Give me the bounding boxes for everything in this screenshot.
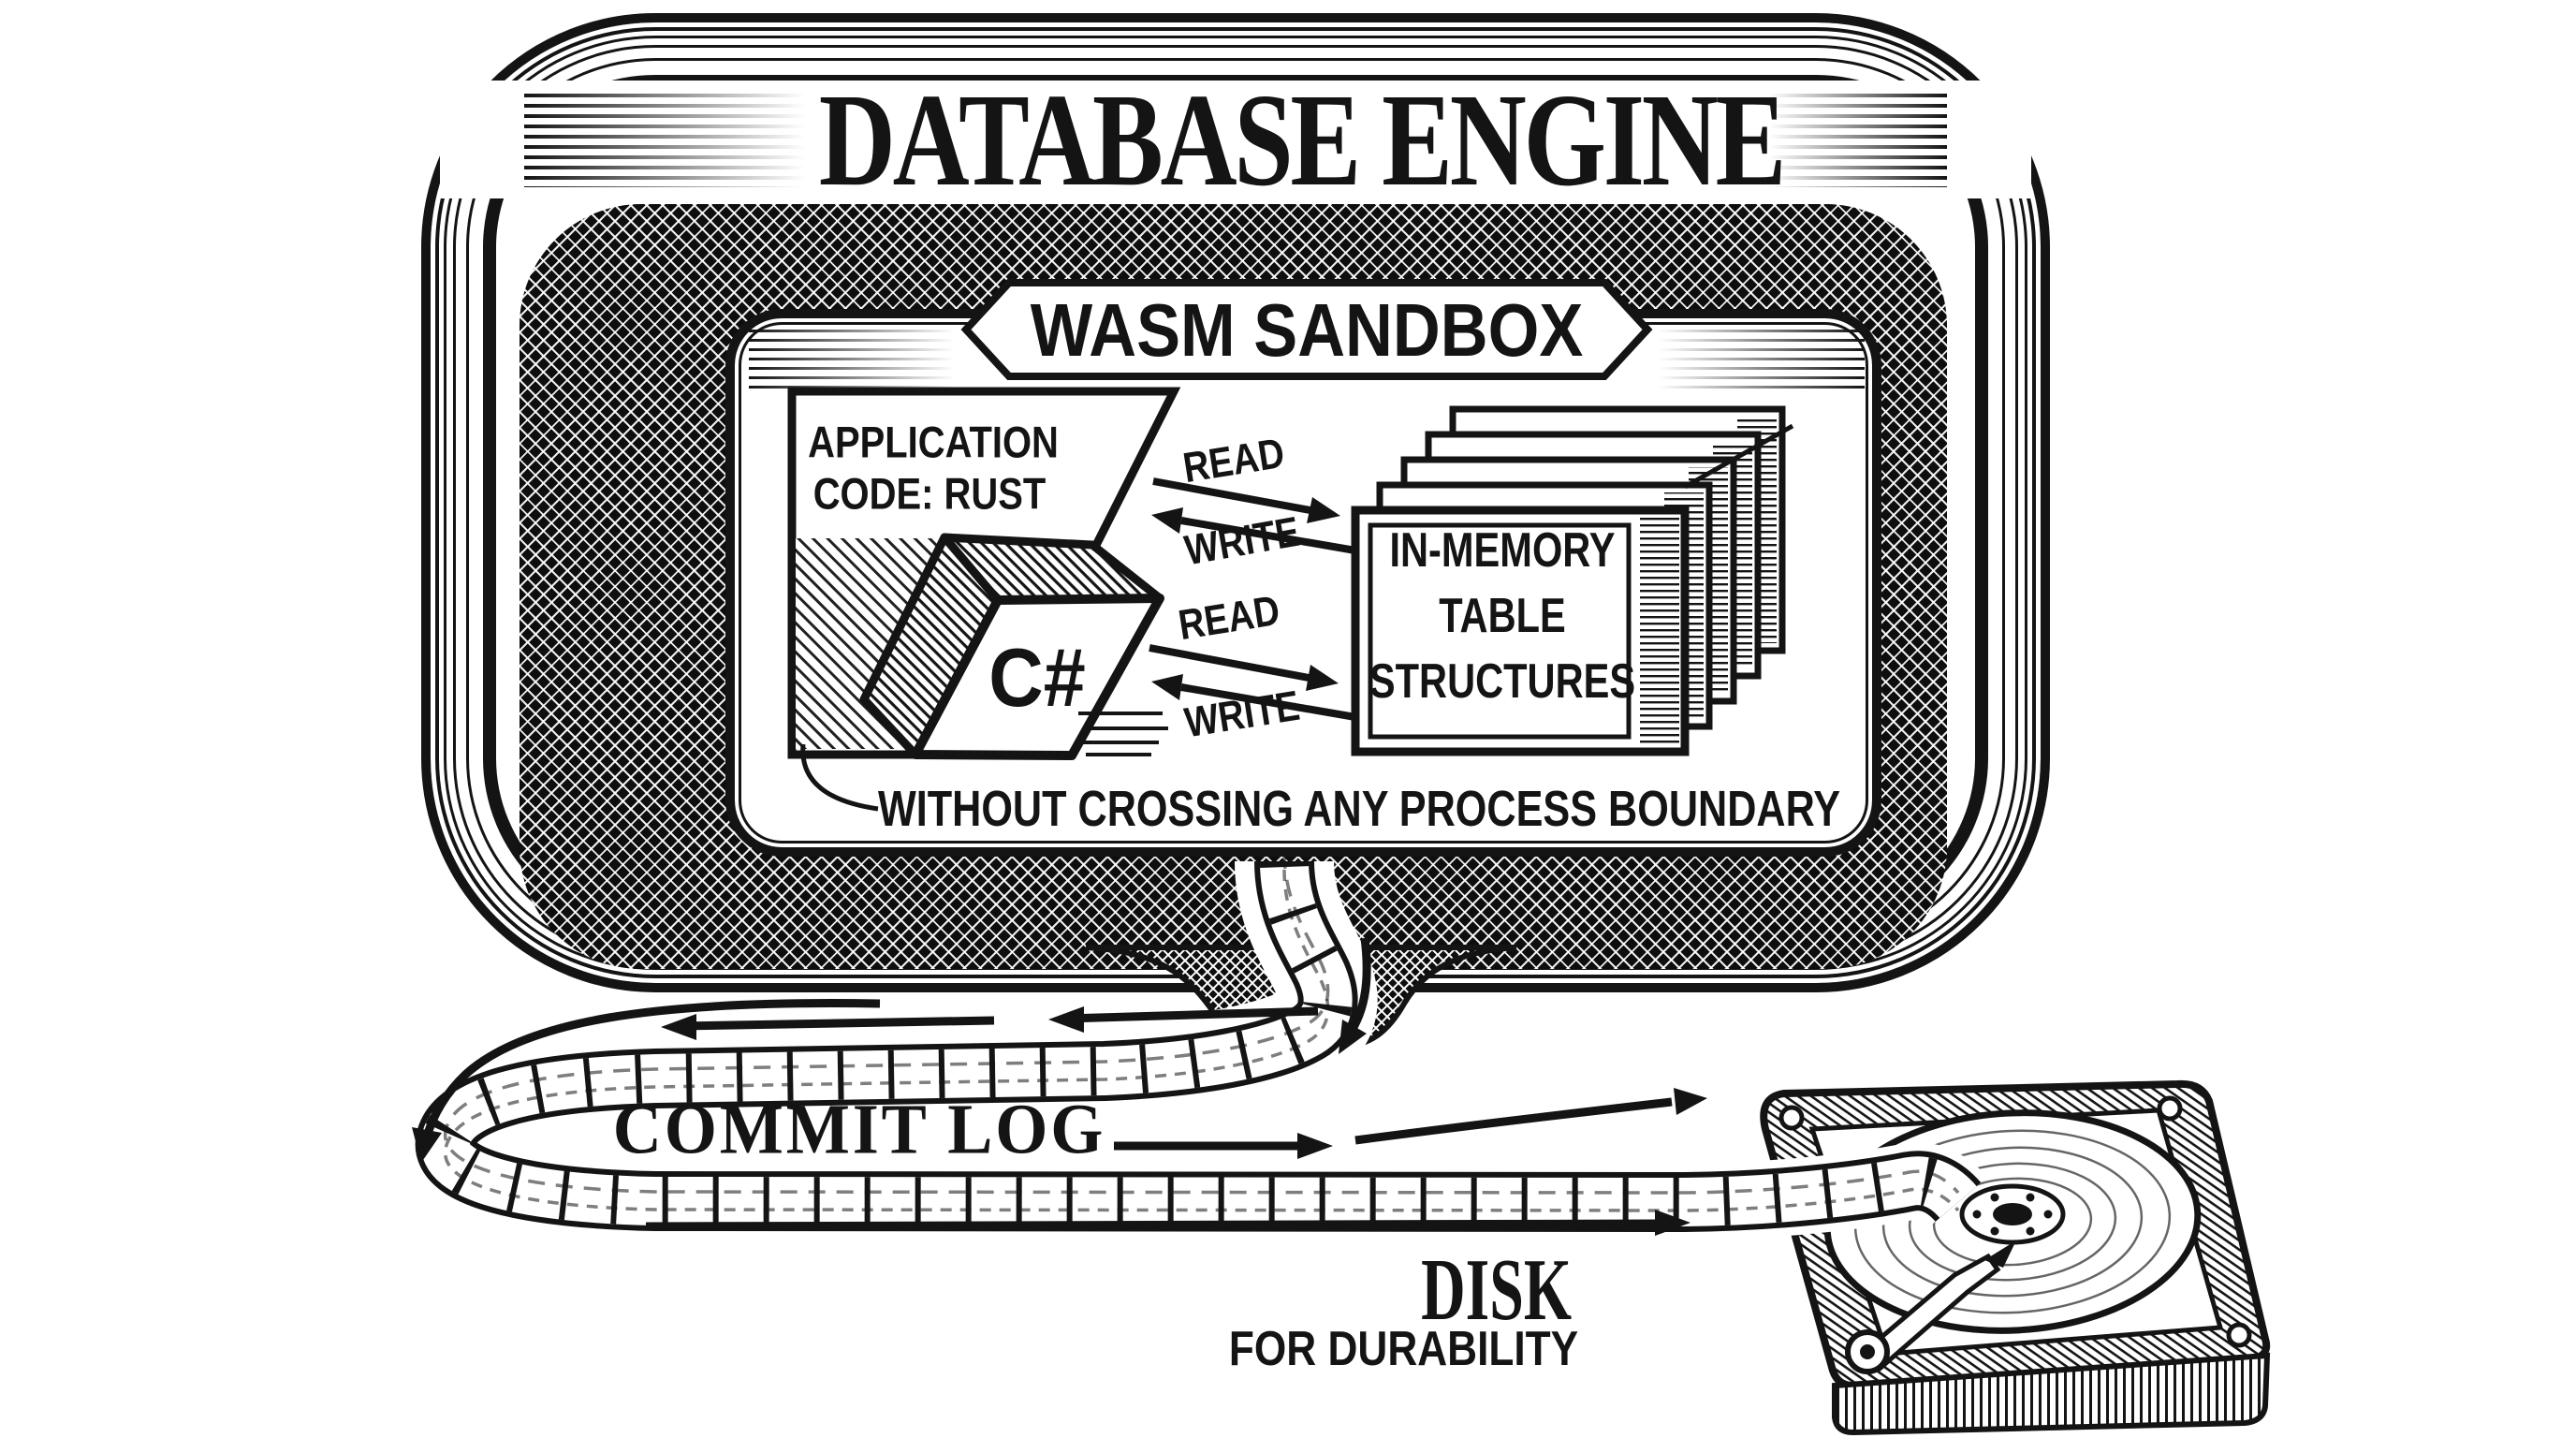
disk-sublabel: FOR DURABILITY <box>1228 1322 1579 1376</box>
write-arrow-bottom <box>1151 674 1356 721</box>
engine-title: DATABASE ENGINE <box>818 66 1787 213</box>
flow-arrow-to-disk-lower <box>645 1210 1690 1236</box>
title-speedlines-left <box>524 94 805 187</box>
stack-card-front <box>1351 506 1690 756</box>
flow-arrow-curve-down-left <box>412 999 881 1163</box>
wasm-sandbox-label: WASM SANDBOX <box>1030 288 1584 372</box>
in-memory-tables-stack <box>1351 405 1794 756</box>
drive-hub <box>1959 1183 2066 1245</box>
in-memory-label-line1: IN-MEMORY <box>1389 523 1616 578</box>
note-pointer-curve <box>800 743 879 812</box>
banner-speedlines-left <box>749 330 955 391</box>
write-arrow-top <box>1151 507 1356 554</box>
read-arrow-top <box>1152 477 1340 523</box>
flow-arrow-right-mid <box>1114 1133 1333 1159</box>
title-speedlines-right <box>1769 94 1947 187</box>
drive-actuator-arm <box>1845 1240 2016 1374</box>
stack-corner-line <box>1683 423 1794 490</box>
commit-log-label: COMMIT LOG <box>612 1090 1106 1169</box>
process-boundary-note: WITHOUT CROSSING ANY PROCESS BOUNDARY <box>877 781 1841 837</box>
in-memory-label-line2: TABLE <box>1439 589 1566 643</box>
cube-speedlines <box>1078 712 1168 756</box>
commit-log-strip <box>406 851 1988 1240</box>
disk-label: DISK <box>1421 1241 1573 1339</box>
read-arrow-bottom <box>1149 644 1339 691</box>
drive-screws <box>1778 1095 2252 1348</box>
flow-arrow-left-2 <box>1048 1006 1319 1033</box>
application-code-label-line1: APPLICATION <box>808 417 1059 467</box>
banner-speedlines-right <box>1659 330 1865 391</box>
csharp-cube-icon <box>859 533 1168 760</box>
drive-front-face <box>1832 1352 2271 1436</box>
application-code-label-line2: CODE: RUST <box>812 468 1046 519</box>
read-write-arrows <box>1149 477 1356 721</box>
flow-arrow-to-disk-upper <box>1354 1088 1707 1145</box>
wasm-banner-shape <box>960 279 1653 380</box>
hard-drive-icon <box>1760 1079 2271 1436</box>
commit-log-arrows <box>412 937 1707 1236</box>
flow-arrow-left-1 <box>661 1014 995 1040</box>
in-memory-label-line3: STRUCTURES <box>1368 654 1636 709</box>
csharp-label: C# <box>988 631 1086 724</box>
flow-arrow-funnel-down <box>1339 937 1371 1054</box>
